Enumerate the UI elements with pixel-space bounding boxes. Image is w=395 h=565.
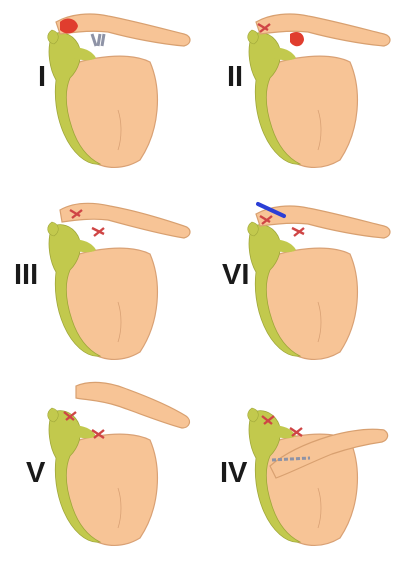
panel-label: IV [220, 457, 248, 489]
panel-label: I [38, 61, 46, 93]
panel-label: III [14, 259, 38, 291]
panel-i: I [38, 14, 190, 167]
scapula-shape [48, 30, 158, 167]
injury-hematoma-mark [290, 32, 304, 46]
torn-ligament-mark [292, 228, 304, 236]
panel-iv: IV [220, 408, 388, 545]
panel-ii: II [227, 14, 390, 167]
panel-label: VI [222, 259, 249, 291]
panel-iii: III [14, 203, 190, 359]
clavicle-shape [76, 382, 189, 428]
coracoclavicular-ligament-mark [92, 34, 104, 46]
panel-v: V [26, 382, 189, 545]
panel-vi: VI [222, 204, 390, 359]
scapula-shape [48, 408, 158, 545]
panel-label: V [26, 457, 46, 489]
scapula-shape [248, 222, 358, 359]
scapula-shape [48, 222, 158, 359]
torn-ligament-mark [92, 228, 104, 236]
clavicle-shape [60, 203, 190, 238]
scapula-shape [248, 30, 358, 167]
scapula-shape [248, 408, 358, 545]
panel-label: II [227, 61, 243, 93]
